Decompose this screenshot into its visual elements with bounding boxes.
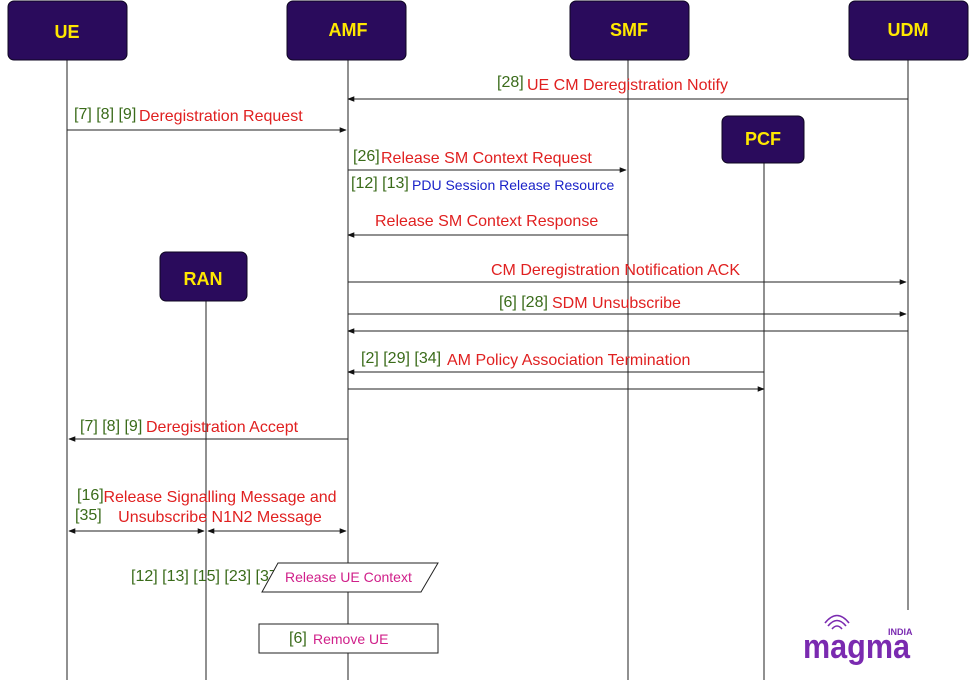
msg-tags: [6] [289, 630, 307, 647]
msg-tags: [2] [29] [34] [361, 350, 441, 367]
logo-brand-text: magma [803, 628, 911, 666]
actor-smf-label: SMF [610, 20, 648, 40]
msg-label: PDU Session Release Resource [412, 177, 615, 193]
antenna-icon [824, 614, 850, 630]
msg-label: CM Deregistration Notification ACK [491, 262, 740, 279]
actor-ue: UE [7, 0, 128, 61]
logo-region-text: INDIA [888, 627, 913, 637]
msg-label: AM Policy Association Termination [447, 352, 690, 369]
actor-udm-label: UDM [888, 20, 929, 40]
msg-label: Unsubscribe N1N2 Message [118, 509, 322, 526]
magma-india-logo: magma INDIA [800, 612, 918, 668]
msg-label: Remove UE [313, 631, 388, 647]
release-ue-context-box [261, 562, 439, 593]
msg-tags: [6] [28] [499, 294, 548, 311]
msg-label: Release Signalling Message and [103, 489, 336, 506]
actor-smf: SMF [569, 0, 690, 61]
msg-tags: [12] [13] [15] [23] [37] [131, 568, 282, 585]
msg-tags: [16] [77, 487, 104, 504]
msg-label: UE CM Deregistration Notify [527, 77, 728, 94]
actor-amf-label: AMF [329, 20, 368, 40]
msg-label: Release SM Context Response [375, 213, 598, 230]
msg-label: Deregistration Accept [146, 419, 299, 436]
msg-tags: [35] [75, 507, 102, 524]
msg-tags: [7] [8] [9] [80, 418, 142, 435]
msg-label: Release UE Context [285, 569, 412, 585]
msg-label: Release SM Context Request [381, 150, 592, 167]
msg-tags: [26] [353, 148, 380, 165]
actor-ran-label: RAN [184, 269, 223, 289]
actor-ran: RAN [159, 251, 248, 302]
actor-pcf: PCF [721, 115, 805, 164]
actor-amf: AMF [286, 0, 407, 61]
msg-label: SDM Unsubscribe [552, 295, 681, 312]
msg-label: Deregistration Request [139, 108, 303, 125]
remove-ue-box [258, 623, 439, 654]
msg-tags: [28] [497, 74, 524, 91]
actor-udm: UDM [848, 0, 969, 61]
actor-pcf-label: PCF [745, 129, 781, 149]
actor-ue-label: UE [54, 22, 79, 42]
msg-tags: [12] [13] [351, 175, 409, 192]
msg-tags: [7] [8] [9] [74, 106, 136, 123]
